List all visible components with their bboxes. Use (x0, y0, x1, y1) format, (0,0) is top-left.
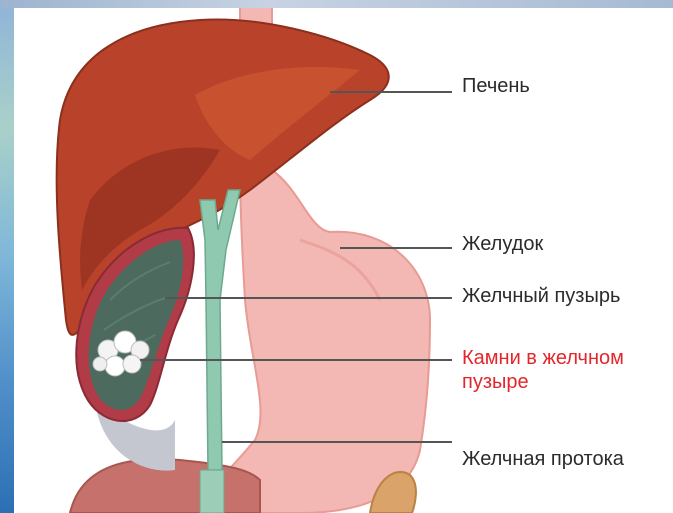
gallstone (93, 357, 107, 371)
label-stomach: Желудок (462, 232, 543, 256)
label-bile-duct: Желчная протока (462, 447, 624, 471)
gallstone (123, 355, 141, 373)
frame-top-edge (0, 0, 673, 8)
gallstone (105, 356, 125, 376)
duct-ampulla (200, 470, 224, 513)
frame-left-edge (0, 0, 14, 513)
bile-duct-shape (200, 190, 240, 470)
label-gallstones: Камни в желчном пузыре (462, 346, 662, 394)
label-liver: Печень (462, 74, 530, 98)
label-gallbladder: Желчный пузырь (462, 284, 620, 308)
